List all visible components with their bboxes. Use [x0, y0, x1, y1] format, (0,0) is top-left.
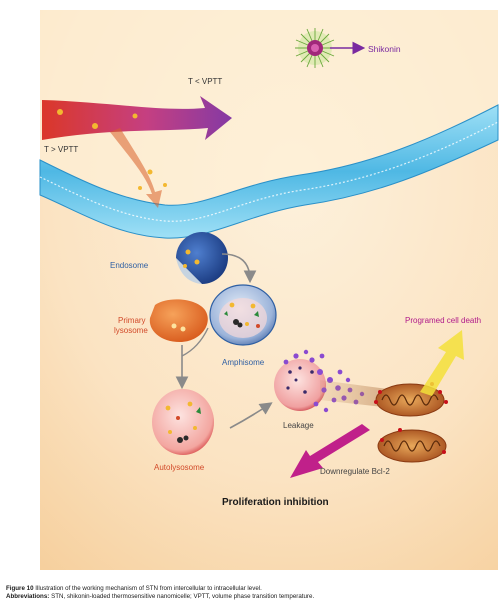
heated-micelles — [57, 109, 167, 190]
leakage-label: Leakage — [283, 421, 314, 430]
caption-figure-label: Figure 10 — [6, 585, 34, 592]
autolysosome-label: Autolysosome — [154, 463, 205, 472]
arrow-amphisome-junction — [181, 327, 209, 357]
temperature-arrow-down — [110, 128, 162, 208]
leaking-lysosome — [274, 359, 326, 411]
downregulate-label: Downregulate Bcl-2 — [320, 467, 390, 476]
cell-death-arrow — [420, 330, 464, 396]
programed-cell-death-label: Programed cell death — [405, 316, 481, 325]
proliferation-inhibition-label: Proliferation inhibition — [222, 497, 329, 508]
primary-lysosome-label-1: Primary — [118, 316, 146, 325]
downregulate-arrow — [290, 424, 370, 478]
autolysosome — [152, 389, 214, 455]
amphisome — [209, 284, 277, 346]
caption-figure-text: Illustration of the working mechanism of… — [35, 585, 262, 592]
endosome — [176, 232, 228, 284]
caption-line-2: Abbreviations: STN, shikonin-loaded ther… — [6, 593, 498, 601]
primary-lysosome-label-2: lysosome — [114, 326, 148, 335]
caption-abbrev-label: Abbreviations: — [6, 593, 50, 600]
t-above-vptt-label: T > VPTT — [44, 145, 78, 154]
endosome-label: Endosome — [110, 261, 149, 270]
figure-caption: Figure 10 Illustration of the working me… — [6, 585, 498, 601]
t-below-vptt-label: T < VPTT — [188, 77, 222, 86]
mitochondrion-lower — [377, 429, 447, 463]
caption-abbrev-text: STN, shikonin-loaded thermosensitive nan… — [51, 593, 315, 600]
primary-lysosome — [149, 299, 208, 342]
shikonin-micelle — [295, 28, 335, 68]
arrow-to-leakage — [229, 402, 273, 429]
shikonin-label: Shikonin — [368, 44, 401, 54]
cell-membrane — [39, 104, 499, 239]
temperature-arrow — [42, 96, 232, 140]
caption-line-1: Figure 10 Illustration of the working me… — [6, 585, 498, 593]
arrow-endosome-amphisome — [221, 253, 257, 284]
amphisome-label: Amphisome — [222, 358, 265, 367]
